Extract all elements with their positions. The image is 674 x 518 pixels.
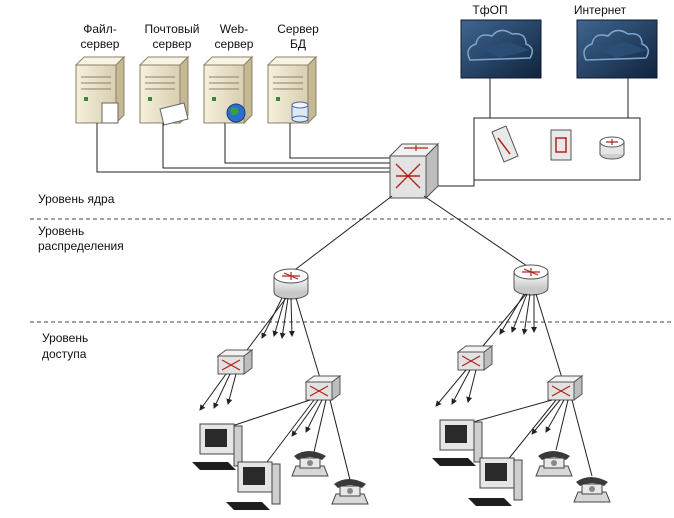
access-level-label-line1: Уровень	[42, 331, 88, 345]
mail-server-label-line1: Почтовый	[144, 22, 199, 36]
phone-left-1-icon	[291, 451, 329, 477]
phone-right-2-icon	[573, 477, 611, 503]
distribution-level-label-line1: Уровень	[38, 224, 84, 238]
pstn-label: ТфОП	[472, 3, 507, 17]
distribution-level-label-line2: распределения	[38, 239, 124, 253]
edge-router-icon	[599, 136, 625, 160]
file-server-label-line1: Файл-	[83, 22, 117, 36]
internet-cloud-icon	[576, 19, 658, 79]
mail-server-label-line2: сервер	[153, 37, 192, 51]
mail-server-icon	[138, 55, 190, 126]
pstn-cloud-icon	[460, 19, 542, 79]
access-switch-right-1-icon	[456, 345, 494, 371]
file-server-link	[96, 123, 390, 173]
dist-right-fanout	[477, 293, 563, 379]
core-to-dist-right-link	[423, 195, 531, 269]
workstation-right-1-icon	[432, 419, 483, 466]
access-level-label-line2: доступа	[42, 347, 87, 361]
access-switch-left-2-icon	[304, 375, 342, 401]
mail-server-link	[162, 123, 390, 169]
core-to-dist-left-link	[291, 195, 393, 273]
web-server-icon	[202, 55, 254, 125]
access-left-2-links	[225, 399, 351, 481]
workstation-left-1-icon	[192, 423, 243, 470]
workstation-left-2-icon	[226, 461, 281, 510]
file-server-icon	[74, 55, 126, 125]
core-to-edge-link	[436, 180, 475, 187]
distribution-router-right-icon	[513, 264, 549, 296]
db-server-label-line2: БД	[290, 37, 306, 51]
phone-left-2-icon	[331, 479, 369, 505]
core-level-label: Уровень ядра	[38, 192, 115, 206]
access-left-1-arrows	[199, 373, 237, 411]
file-server-label-line2: сервер	[81, 37, 120, 51]
web-server-link	[224, 123, 390, 164]
web-server-label-line1: Web-	[220, 22, 248, 36]
internet-label: Интернет	[574, 3, 627, 17]
web-server-label-line2: сервер	[215, 37, 254, 51]
firewall-icon	[491, 125, 519, 163]
phone-right-1-icon	[535, 451, 573, 477]
access-right-2-links	[465, 399, 593, 477]
db-server-icon	[266, 55, 318, 125]
workstation-right-2-icon	[468, 457, 523, 506]
core-switch-icon	[388, 142, 440, 200]
dist-left-fanout	[243, 297, 321, 379]
access-right-1-arrows	[435, 369, 477, 407]
db-server-link	[289, 123, 390, 159]
access-switch-left-1-icon	[216, 349, 254, 375]
gateway-icon	[550, 129, 572, 161]
distribution-router-left-icon	[273, 268, 309, 300]
db-server-label-line1: Сервер	[277, 22, 319, 36]
access-switch-right-2-icon	[546, 375, 584, 401]
